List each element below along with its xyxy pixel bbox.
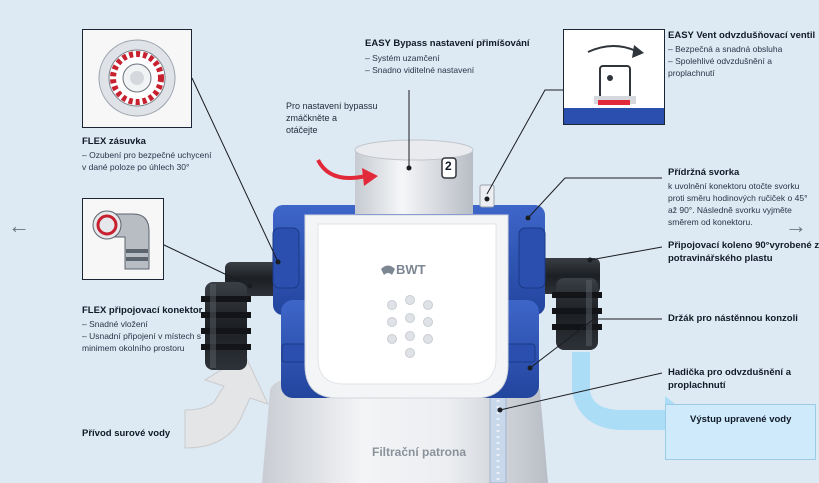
clamp-line-4: směrem od konektoru.	[668, 217, 753, 227]
dial-number: 2	[445, 159, 452, 173]
bypass-bullet-1: – Systém uzamčení	[365, 53, 440, 63]
filter-cartridge	[262, 378, 548, 483]
water-inlet-arrow	[184, 354, 269, 449]
easy-vent-illustration	[564, 30, 664, 124]
bypass-hint-line-1: Pro nastavení bypassu	[286, 101, 378, 111]
inlet-title: Přívod surové vody	[82, 428, 171, 439]
clamp-title: Přídržná svorka	[668, 167, 740, 178]
elbow-line-2: potravinářského plastu	[668, 253, 773, 264]
outlet-box	[665, 404, 816, 460]
prev-arrow-button[interactable]: ←	[8, 213, 30, 238]
inset-flex-connector	[82, 198, 164, 280]
clamp-line-1: k uvolnění konektoru otočte svorku	[668, 181, 800, 191]
connector-bullet-1: – Snadné vložení	[82, 319, 148, 329]
brand-logo-text: BWT	[396, 262, 426, 277]
outlet-title: Výstup upravené vody	[690, 414, 792, 425]
water-outlet-arrow	[572, 352, 695, 444]
vent-hose	[489, 387, 507, 483]
rotate-arrow-icon	[316, 159, 367, 180]
bwt-logo-icon	[381, 265, 395, 275]
elbow-connector-right	[530, 258, 602, 350]
bypass-cap	[354, 90, 474, 214]
vent-valve-pin	[479, 184, 495, 208]
vent-bullet-3: proplachnutí	[668, 68, 715, 78]
cartridge-label: Filtrační patrona	[372, 445, 467, 459]
indicator-dots	[387, 295, 433, 358]
socket-bullet-1: – Ozubení pro bezpečné uchycení	[82, 150, 212, 160]
inset-flex-socket	[82, 29, 192, 128]
bracket-title: Držák pro nástěnnou konzoli	[668, 313, 798, 324]
socket-bullet-2: v dané poloze po úhlech 30°	[82, 162, 190, 172]
connector-bullet-2: – Usnadní připojení v místech s	[82, 331, 202, 341]
vent-bullet-2: – Spolehlivé odvzdušnění a	[668, 56, 772, 66]
inset-easy-vent	[563, 29, 665, 125]
leader-lines	[161, 77, 663, 411]
bypass-bullet-2: – Snadno viditelné nastavení	[365, 65, 475, 75]
flex-socket-illustration	[83, 30, 191, 127]
next-arrow-button[interactable]: →	[785, 213, 807, 238]
clamp-line-3: až 90°. Následně svorku vyjměte	[668, 205, 792, 215]
bypass-hint-line-2: zmáčkněte a	[286, 113, 338, 123]
bypass-hint-line-3: otáčejte	[286, 125, 318, 135]
bypass-title: EASY Bypass nastavení přimíšování	[365, 38, 530, 49]
vent-title: EASY Vent odvzdušňovací ventil	[668, 30, 816, 41]
vent-bullet-1: – Bezpečná a snadná obsluha	[668, 44, 783, 54]
connector-bullet-3: minimem okolního prostoru	[82, 343, 185, 353]
clamp-line-2: proti směru hodinových ručiček o 45°	[668, 193, 808, 203]
hose-line-1: Hadička pro odvzdušnění a	[668, 367, 791, 378]
hose-line-2: proplachnutí	[668, 380, 726, 391]
elbow-line-1: Připojovací koleno 90°vyrobené z	[668, 240, 819, 251]
socket-title: FLEX zásuvka	[82, 136, 146, 147]
connector-title: FLEX připojovací konektor	[82, 305, 203, 316]
flex-connector-illustration	[83, 199, 163, 279]
